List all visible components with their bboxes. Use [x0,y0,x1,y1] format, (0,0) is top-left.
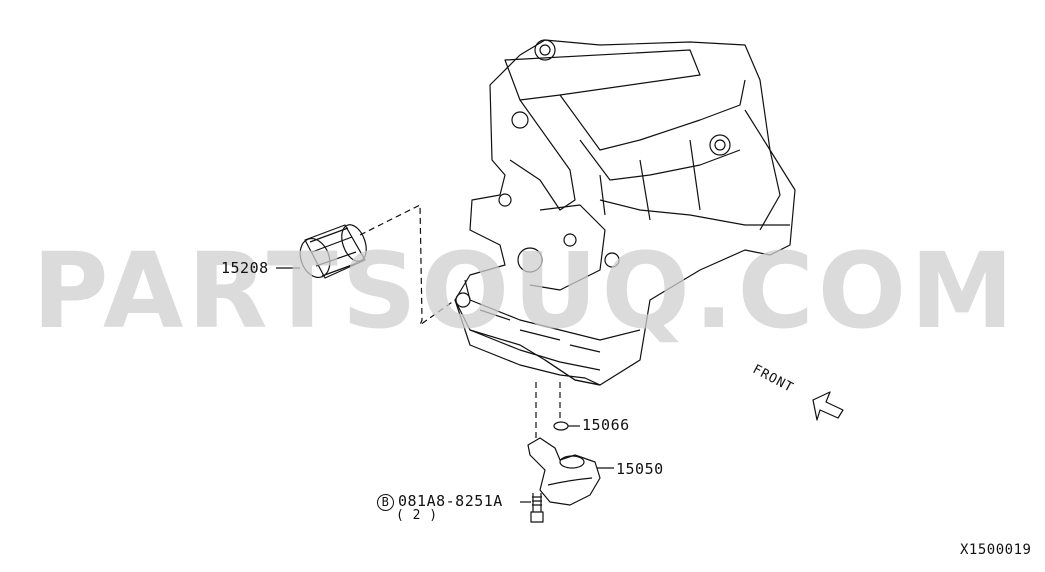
bolt-code: 081A8-8251A [398,492,503,510]
o-ring-part [553,421,569,431]
part-label-oil-strainer[interactable]: 15050 [616,460,664,478]
diagram-code: X1500019 [960,542,1032,558]
engine-block [454,39,796,386]
bolt-quantity: ( 2 ) [396,508,438,523]
oil-filter-part [299,224,367,279]
bolt-part [530,493,544,523]
front-arrow [812,391,844,421]
part-label-o-ring[interactable]: 15066 [582,416,630,434]
part-label-oil-filter[interactable]: 15208 [221,259,269,277]
oil-strainer-part [527,437,601,506]
oil-pan [454,299,601,386]
bolt-marker-icon: B [377,494,394,511]
